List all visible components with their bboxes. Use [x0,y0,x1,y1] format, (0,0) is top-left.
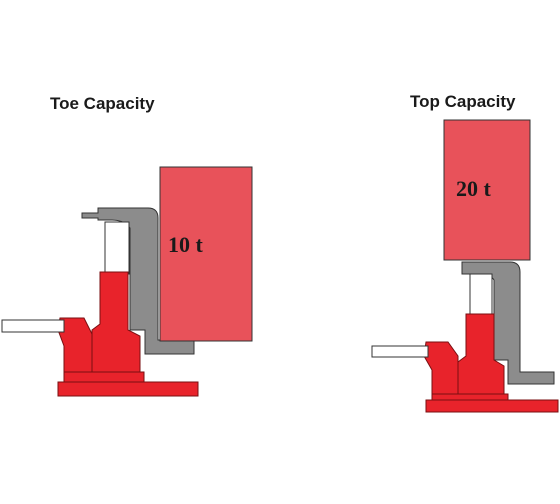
top-pump [423,341,459,395]
top-load-block [443,119,531,261]
toe-load-block [159,166,253,342]
toe-jack [1,166,253,397]
top-jack [371,119,559,413]
toe-ram [104,221,130,275]
top-ram [469,273,493,319]
top-capacity-value: 20 t [456,176,491,201]
top-base [425,399,559,413]
toe-handle [1,319,65,333]
toe-claw [81,207,195,355]
toe-capacity-value: 10 t [168,232,203,257]
top-handle [371,345,429,358]
toe-capacity-title: Toe Capacity [50,94,155,113]
top-capacity-title: Top Capacity [410,92,516,111]
toe-base [57,381,199,397]
